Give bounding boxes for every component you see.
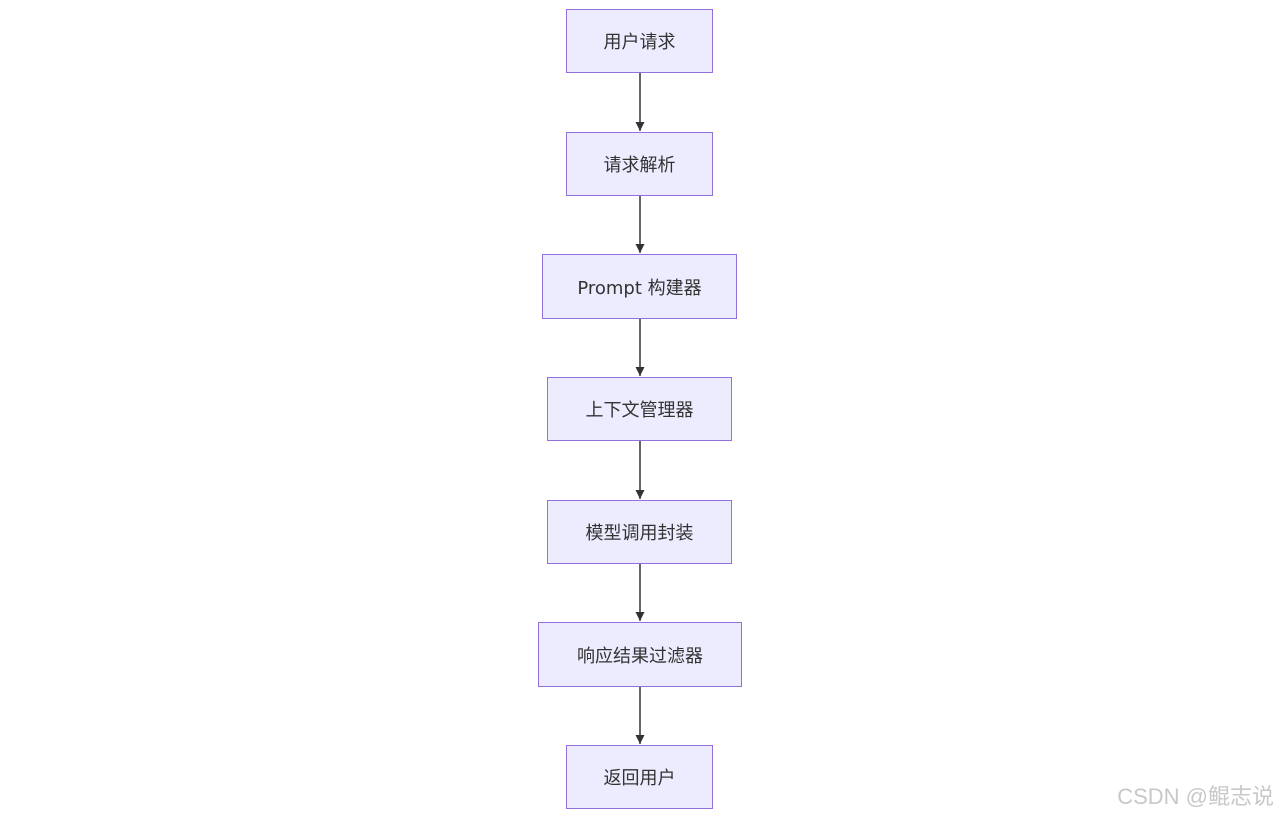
node-label: 上下文管理器	[585, 400, 694, 421]
node-label: Prompt 构建器	[577, 277, 702, 299]
node-label: 请求解析	[603, 155, 676, 176]
node-model-call-wrapper: 模型调用封装	[547, 500, 732, 564]
node-response-filter: 响应结果过滤器	[538, 622, 742, 687]
node-prompt-builder: Prompt 构建器	[542, 254, 737, 319]
node-label: 用户请求	[603, 32, 676, 53]
watermark: CSDN @鲲志说	[1117, 784, 1274, 809]
node-request-parsing: 请求解析	[566, 132, 713, 196]
node-label: 返回用户	[603, 768, 676, 789]
node-label: 模型调用封装	[585, 523, 694, 544]
node-return-user: 返回用户	[566, 745, 713, 809]
node-user-request: 用户请求	[566, 9, 713, 73]
node-context-manager: 上下文管理器	[547, 377, 732, 441]
node-label: 响应结果过滤器	[577, 645, 703, 667]
